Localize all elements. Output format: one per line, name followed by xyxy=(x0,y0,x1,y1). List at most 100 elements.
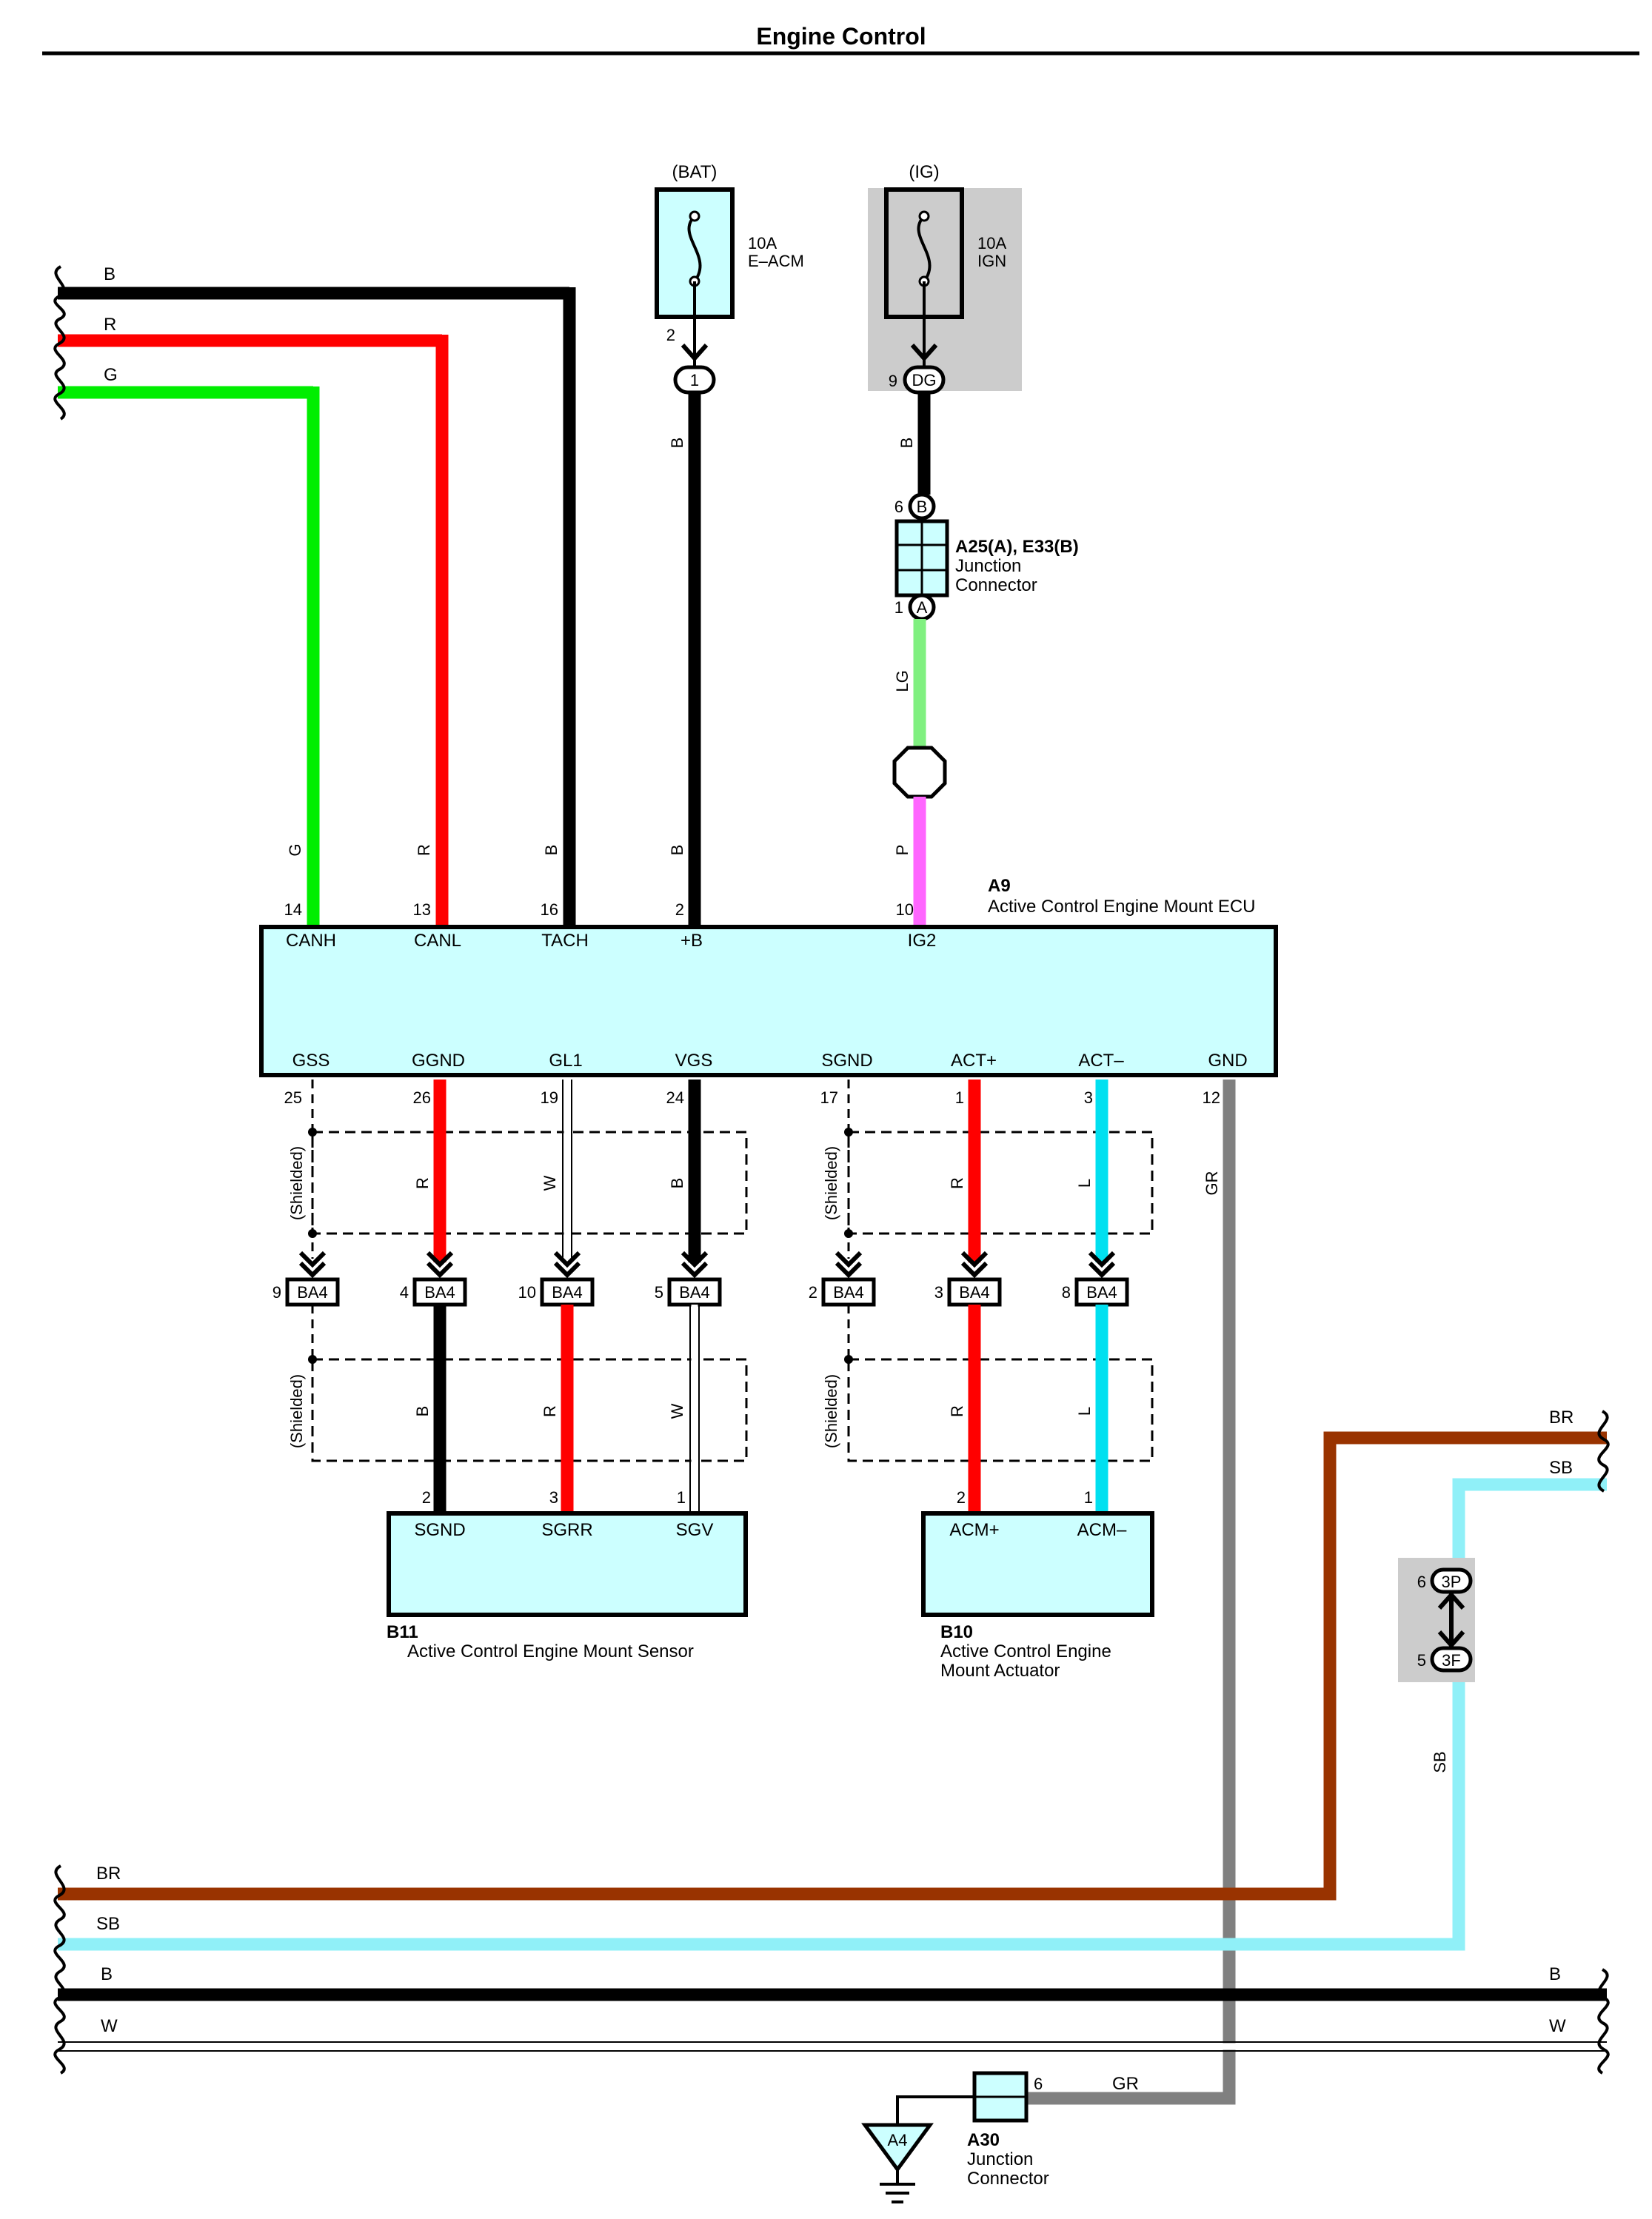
ba4-name-3: BA4 xyxy=(552,1283,583,1302)
ecu-term-canl: CANL xyxy=(414,931,461,951)
fuse-ig-symbol xyxy=(917,215,932,283)
right-bus: BR SB 3P 6 3F 5 SB xyxy=(58,1408,1610,1951)
ecu-pin-tach: 16 xyxy=(541,900,558,919)
fuse-bat: (BAT) 10A E–ACM 2 1 xyxy=(655,162,804,927)
shield-box-upper-right xyxy=(847,1131,1154,1235)
bottom-bus: BR SB B B W W xyxy=(53,1864,1610,2075)
actuator-pin-acmp: 2 xyxy=(957,1488,966,1507)
sensor-id: B11 xyxy=(387,1622,418,1642)
actuator-b10: 2 1 ACM+ ACM– B10 Active Control Engine … xyxy=(921,1488,1154,1681)
a25-top-pin: 6 xyxy=(894,498,903,516)
sensor-term-sgrr: SGRR xyxy=(541,1520,592,1540)
break-mark-left xyxy=(53,265,66,421)
ground-a4-symbol xyxy=(861,2123,934,2173)
ba4-name-7: BA4 xyxy=(1086,1283,1117,1302)
fuse-ig-name: IGN xyxy=(977,252,1006,270)
connector-3f xyxy=(1430,1646,1473,1673)
actuator-pin-acmm: 1 xyxy=(1084,1488,1093,1507)
upper-color-actp: R xyxy=(948,1177,966,1189)
ecu-term-gl1: GL1 xyxy=(549,1051,582,1071)
sensor-term-sgv: SGV xyxy=(676,1520,714,1540)
bottom-label-br: BR xyxy=(96,1864,121,1884)
sensor-pin-sgnd: 2 xyxy=(422,1488,431,1507)
gnd-wire-group: GR xyxy=(1026,1080,1236,2105)
fuse-ig: (IG) 10A IGN 9 DG xyxy=(868,162,1022,495)
a25-desc2: Connector xyxy=(955,575,1037,595)
connector-3f-label: 3F xyxy=(1442,1651,1461,1670)
label-plusb: B xyxy=(668,845,686,856)
fuse-bat-name: E–ACM xyxy=(748,252,804,270)
right-label-sb: SB xyxy=(1549,1458,1573,1478)
ecu-term-ggnd: GGND xyxy=(412,1051,465,1071)
upper-color-gl1: W xyxy=(541,1175,559,1191)
fuse-bat-connector-label: 1 xyxy=(690,371,699,389)
ba4-name-6: BA4 xyxy=(959,1283,990,1302)
ground-a4-label: A4 xyxy=(888,2131,908,2149)
lower-color-acmm: L xyxy=(1075,1407,1094,1416)
a30-pin: 6 xyxy=(1034,2075,1043,2093)
label-canh: G xyxy=(286,843,304,856)
junction-a25: B 6 A 1 A25(A), E33(B) Junction Connecto… xyxy=(894,492,1079,621)
sensor-pin-sgrr: 3 xyxy=(549,1488,558,1507)
a25-bottom-pin: 1 xyxy=(894,598,903,617)
connector-3f-pin: 5 xyxy=(1417,1651,1426,1670)
label-sb-drop: SB xyxy=(1431,1751,1449,1773)
gr-wire xyxy=(1026,1080,1236,2105)
ba4-pin-5: 2 xyxy=(809,1283,817,1302)
sb-wire xyxy=(58,1478,1607,1951)
fuse-bat-rating: 10A xyxy=(748,234,777,252)
ba4-name-1: BA4 xyxy=(297,1283,328,1302)
ba4-name-5: BA4 xyxy=(833,1283,864,1302)
a30-desc1: Junction xyxy=(967,2149,1033,2169)
sensor-term-sgnd: SGND xyxy=(414,1520,465,1540)
shield-box-upper-left xyxy=(311,1131,748,1235)
ecu-term-ig2: IG2 xyxy=(908,931,937,951)
a25-top-conn-label: B xyxy=(917,498,928,516)
upper-color-vgs: B xyxy=(668,1178,686,1189)
bottom-label-b-right: B xyxy=(1549,1964,1561,1984)
upper-color-ggnd: R xyxy=(413,1177,432,1189)
ecu-term-actp: ACT+ xyxy=(951,1051,997,1071)
ground-wire-label: GR xyxy=(1112,2074,1139,2094)
upper-color-actm: L xyxy=(1075,1179,1094,1188)
ecu-term-actm: ACT– xyxy=(1078,1051,1124,1071)
ground-section: 6 GR A4 A30 Junction Connector xyxy=(861,2071,1139,2203)
left-bus: B R G xyxy=(53,264,576,927)
break-mark-bottom-right xyxy=(1597,1968,1610,2075)
fuse-ig-pin: 9 xyxy=(889,372,897,390)
actuator-term-acmm: ACM– xyxy=(1077,1520,1127,1540)
br-wire xyxy=(58,1431,1607,1901)
ecu-pin-canh: 14 xyxy=(284,900,302,919)
ba4-pin-1: 9 xyxy=(272,1283,281,1302)
actuator-name1: Active Control Engine xyxy=(940,1641,1111,1661)
ecu-pin-gnd: 12 xyxy=(1203,1088,1220,1107)
bottom-label-b-left: B xyxy=(101,1964,113,1984)
break-mark-bottom-left xyxy=(53,1864,66,2075)
ba4-pin-4: 5 xyxy=(655,1283,663,1302)
ecu-pin-vgs: 24 xyxy=(666,1088,684,1107)
a25-desc1: Junction xyxy=(955,556,1021,576)
break-mark-right xyxy=(1597,1410,1610,1493)
bus-label-r: R xyxy=(104,315,116,335)
shield-label-ur: (Shielded) xyxy=(822,1146,840,1220)
ecu-term-tach: TACH xyxy=(541,931,589,951)
ecu-pin-actp: 1 xyxy=(955,1088,964,1107)
fuse-bat-pin: 2 xyxy=(666,326,675,344)
actuator-name2: Mount Actuator xyxy=(940,1661,1060,1681)
ecu-pin-gl1: 19 xyxy=(541,1088,558,1107)
connector-3p-label: 3P xyxy=(1442,1573,1462,1591)
ecu-pin-sgnd: 17 xyxy=(820,1088,838,1107)
ecu-pin-plusb: 2 xyxy=(675,900,684,919)
fuse-bat-arrow xyxy=(680,344,709,362)
a25-bottom-conn-label: A xyxy=(917,598,928,617)
label-bat-feed: B xyxy=(668,438,686,449)
a30-id: A30 xyxy=(967,2130,1000,2150)
upper-harness: (Shielded) (Shielded) R W B R L xyxy=(287,1080,1154,1262)
ecu-term-gss: GSS xyxy=(292,1051,330,1071)
fuse-bat-source: (BAT) xyxy=(672,162,718,182)
ba4-pin-6: 3 xyxy=(934,1283,943,1302)
connector-3p-pin: 6 xyxy=(1417,1573,1426,1591)
ecu-term-vgs: VGS xyxy=(675,1051,713,1071)
ecu-name: Active Control Engine Mount ECU xyxy=(988,897,1256,917)
